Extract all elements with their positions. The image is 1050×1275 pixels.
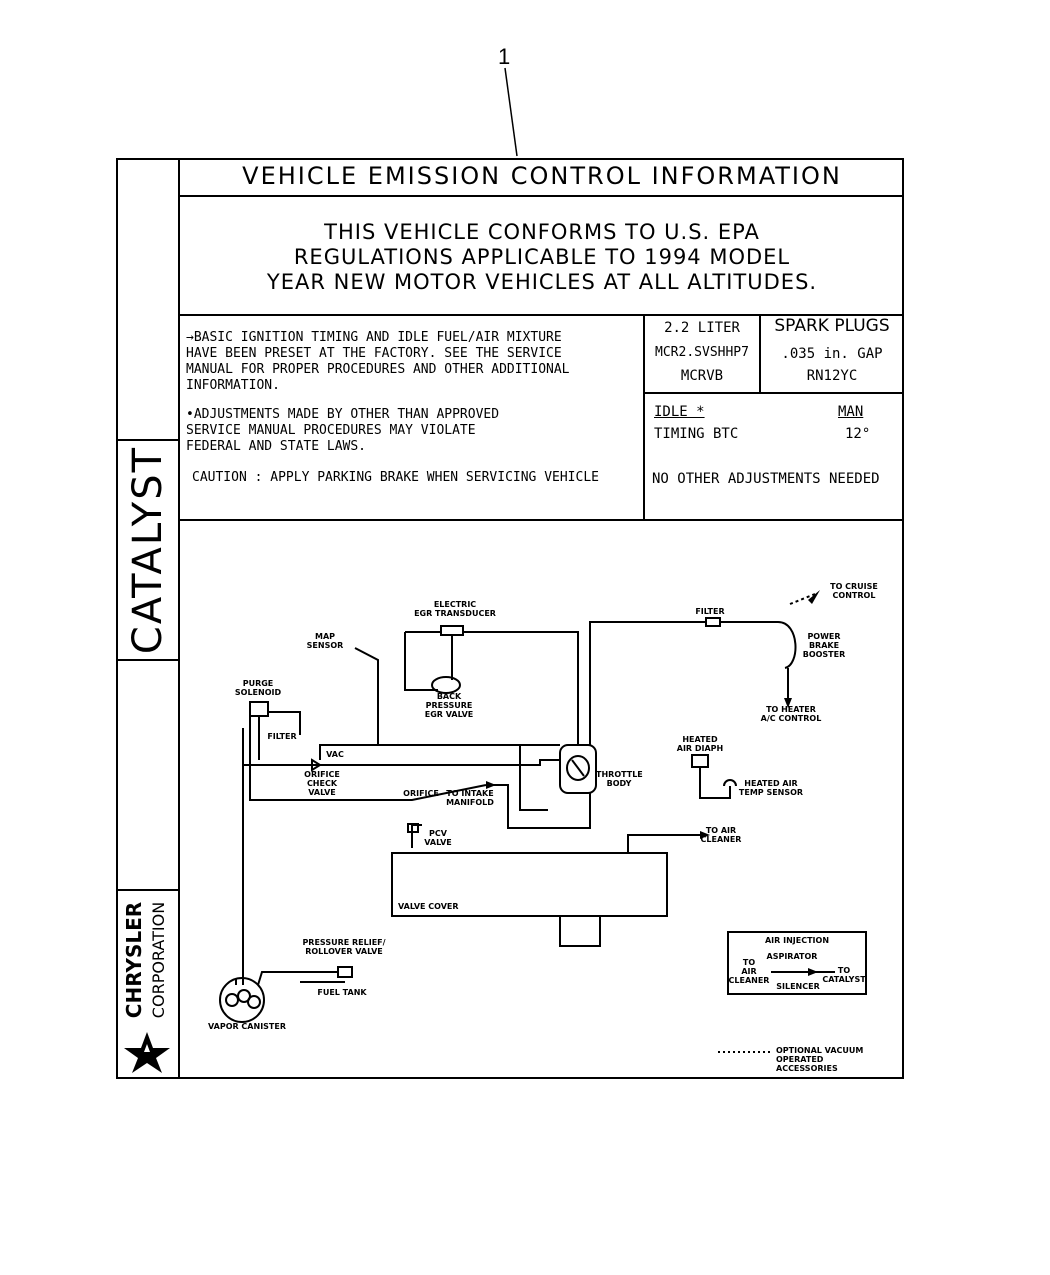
conformity-statement: THIS VEHICLE CONFORMS TO U.S. EPA REGULA… <box>266 220 818 294</box>
spark-plug-part: RN12YC <box>806 368 858 384</box>
emission-label <box>116 158 904 1079</box>
engine-family: MCR2.SVSHHP7 <box>655 345 749 360</box>
egr-transducer <box>440 625 464 636</box>
label-throttle-body: THROTTLE BODY <box>596 770 643 788</box>
label-title: VEHICLE EMISSION CONTROL INFORMATION <box>242 162 842 190</box>
label-electric-egr: ELECTRIC EGR TRANSDUCER <box>414 600 496 618</box>
label-aspirator: ASPIRATOR <box>766 952 818 961</box>
idle-label: IDLE * <box>654 404 705 420</box>
pentastar-logo <box>124 1032 170 1073</box>
top-filter <box>705 617 721 627</box>
vapor-canister <box>219 977 265 1023</box>
label-back-pressure: BACK PRESSURE EGR VALVE <box>424 692 474 719</box>
label-filter-left: FILTER <box>267 732 297 741</box>
label-fuel-tank: FUEL TANK <box>317 988 367 997</box>
pcv-valve <box>407 823 419 833</box>
back-pressure-egr-valve <box>431 676 461 694</box>
label-orifice-check-valve: ORIFICE CHECK VALVE <box>304 770 340 797</box>
heated-air-diaph <box>691 754 709 768</box>
label-pcv-valve: PCV VALVE <box>424 829 452 847</box>
caution-note: CAUTION : APPLY PARKING BRAKE WHEN SERVI… <box>192 470 599 485</box>
timing-preset-note: →BASIC IGNITION TIMING AND IDLE FUEL/AIR… <box>186 330 570 393</box>
timing-value: 12° <box>845 426 871 442</box>
label-silencer: SILENCER <box>776 982 820 991</box>
air-injection-legend <box>727 931 867 995</box>
label-orifice: ORIFICE <box>403 789 439 798</box>
spark-plugs-heading: SPARK PLUGS <box>774 316 890 336</box>
label-to-cruise: TO CRUISE CONTROL <box>830 582 878 600</box>
label-air-injection: AIR INJECTION <box>764 936 830 945</box>
valve-cover <box>391 852 668 917</box>
label-map-sensor: MAP SENSOR <box>306 632 344 650</box>
engine-displacement: 2.2 LITER <box>664 320 740 336</box>
no-adjustments-note: NO OTHER ADJUSTMENTS NEEDED <box>652 471 880 487</box>
timing-label: TIMING BTC <box>654 426 739 442</box>
purge-solenoid <box>249 701 269 717</box>
label-pressure-relief: PRESSURE RELIEF/ ROLLOVER VALVE <box>302 938 386 956</box>
label-power-brake: POWER BRAKE BOOSTER <box>802 632 846 659</box>
adjustments-warning: •ADJUSTMENTS MADE BY OTHER THAN APPROVED… <box>186 407 500 454</box>
label-heated-air-sensor: HEATED AIR TEMP SENSOR <box>738 779 804 797</box>
label-to-catalyst: TO CATALYST <box>822 966 866 984</box>
label-heated-air-diaph: HEATED AIR DIAPH <box>676 735 724 753</box>
label-to-heater: TO HEATER A/C CONTROL <box>760 705 822 723</box>
label-valve-cover: VALVE COVER <box>398 902 459 911</box>
engine-code: MCRVB <box>680 368 724 384</box>
rollover-valve <box>337 966 353 978</box>
label-optional-accessories: OPTIONAL VACUUM OPERATED ACCESSORIES <box>776 1046 864 1073</box>
transmission-label: MAN <box>838 404 864 420</box>
label-legend-to-air-cleaner: TO AIR CLEANER <box>728 958 770 985</box>
label-vapor-canister: VAPOR CANISTER <box>207 1022 287 1031</box>
throttle-body <box>559 744 597 794</box>
spark-plug-gap: .035 in. GAP <box>781 346 883 362</box>
label-to-intake: TO INTAKE MANIFOLD <box>446 789 494 807</box>
label-purge-solenoid: PURGE SOLENOID <box>234 679 282 697</box>
callout-number: 1 <box>498 44 511 69</box>
label-filter-top: FILTER <box>695 607 725 616</box>
label-vac: VAC <box>326 750 344 759</box>
label-to-air-cleaner: TO AIR CLEANER <box>700 826 742 844</box>
